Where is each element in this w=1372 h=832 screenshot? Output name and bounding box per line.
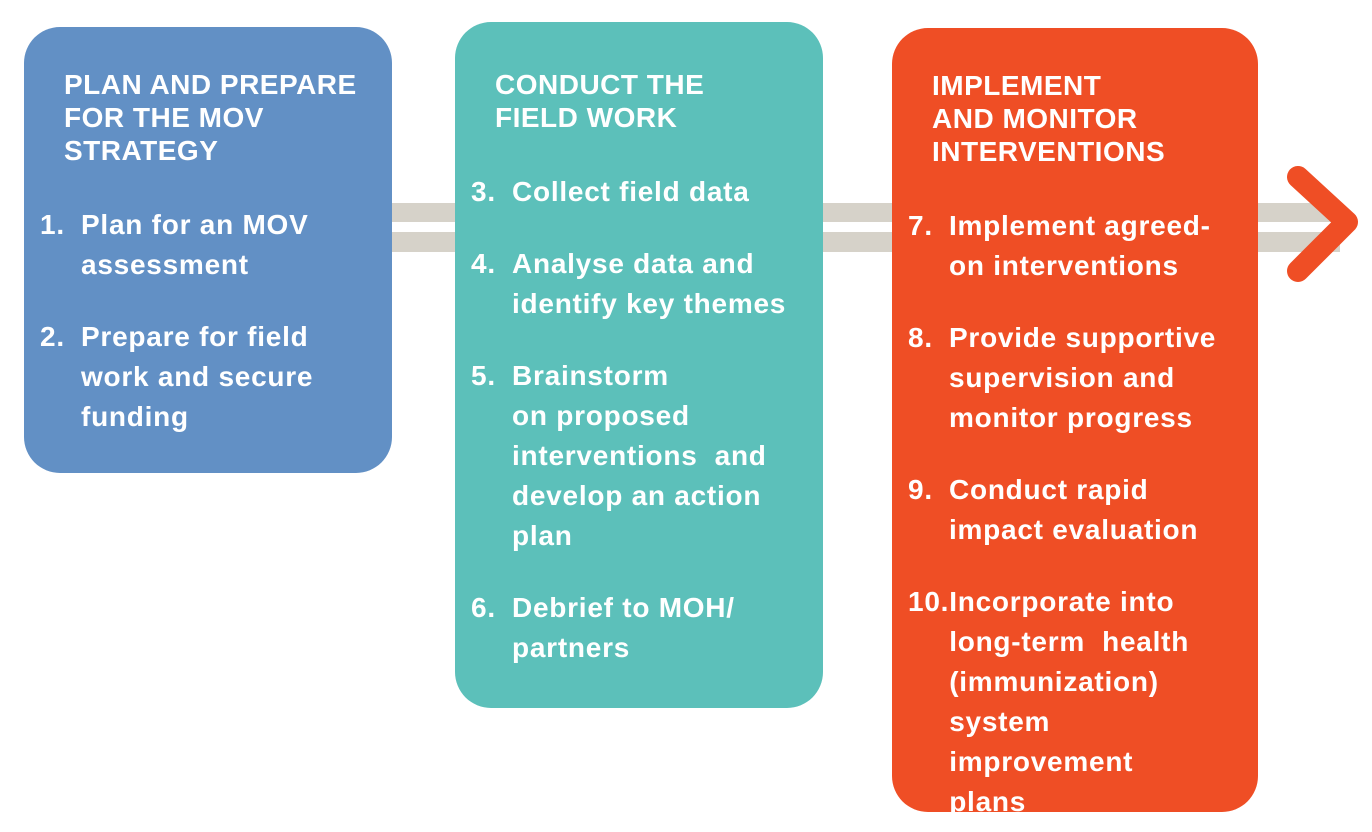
step-text: Prepare for field work and secure fundin…: [81, 321, 314, 432]
step-number: 2.: [40, 321, 65, 352]
step-text: Provide supportive supervision and monit…: [949, 322, 1217, 433]
step-10: 10. Incorporate into long-term health (i…: [908, 582, 1240, 822]
step-number: 5.: [471, 360, 496, 391]
step-9: 9. Conduct rapid impact evaluation: [908, 470, 1240, 550]
phase-steps: 7. Implement agreed- on interventions 8.…: [908, 206, 1240, 822]
step-3: 3. Collect field data: [471, 172, 805, 212]
step-5: 5. Brainstorm on proposed interventions …: [471, 356, 805, 556]
step-text: Collect field data: [512, 176, 750, 207]
step-text: Incorporate into long-term health (immun…: [949, 586, 1190, 817]
step-4: 4. Analyse data and identify key themes: [471, 244, 805, 324]
step-8: 8. Provide supportive supervision and mo…: [908, 318, 1240, 438]
step-number: 1.: [40, 209, 65, 240]
phase-box-plan-and-prepare: PLAN AND PREPARE FOR THE MOV STRATEGY 1.…: [24, 27, 392, 473]
phase-title: PLAN AND PREPARE FOR THE MOV STRATEGY: [64, 69, 357, 166]
phase-box-conduct-field-work: CONDUCT THE FIELD WORK 3. Collect field …: [455, 22, 823, 708]
step-number: 8.: [908, 322, 933, 353]
step-number: 4.: [471, 248, 496, 279]
step-6: 6. Debrief to MOH/ partners: [471, 588, 805, 668]
step-2: 2. Prepare for field work and secure fun…: [40, 317, 374, 437]
forward-arrow-icon: [1287, 166, 1358, 282]
step-number: 3.: [471, 176, 496, 207]
step-number: 10.: [908, 586, 950, 617]
step-7: 7. Implement agreed- on interventions: [908, 206, 1240, 286]
step-text: Analyse data and identify key themes: [512, 248, 787, 319]
phase-box-implement-and-monitor: IMPLEMENT AND MONITOR INTERVENTIONS 7. I…: [892, 28, 1258, 817]
step-number: 6.: [471, 592, 496, 623]
phase-steps: 1. Plan for an MOV assessment 2. Prepare…: [40, 205, 374, 437]
step-text: Plan for an MOV assessment: [81, 209, 309, 280]
phase-title: CONDUCT THE FIELD WORK: [495, 69, 705, 133]
step-number: 9.: [908, 474, 933, 505]
phase-title: IMPLEMENT AND MONITOR INTERVENTIONS: [932, 70, 1166, 167]
step-text: Debrief to MOH/ partners: [512, 592, 735, 663]
step-text: Brainstorm on proposed interventions and…: [512, 360, 767, 551]
step-1: 1. Plan for an MOV assessment: [40, 205, 374, 285]
step-text: Implement agreed- on interventions: [949, 210, 1211, 281]
phase-steps: 3. Collect field data 4. Analyse data an…: [471, 172, 805, 668]
step-text: Conduct rapid impact evaluation: [949, 474, 1199, 545]
step-number: 7.: [908, 210, 933, 241]
